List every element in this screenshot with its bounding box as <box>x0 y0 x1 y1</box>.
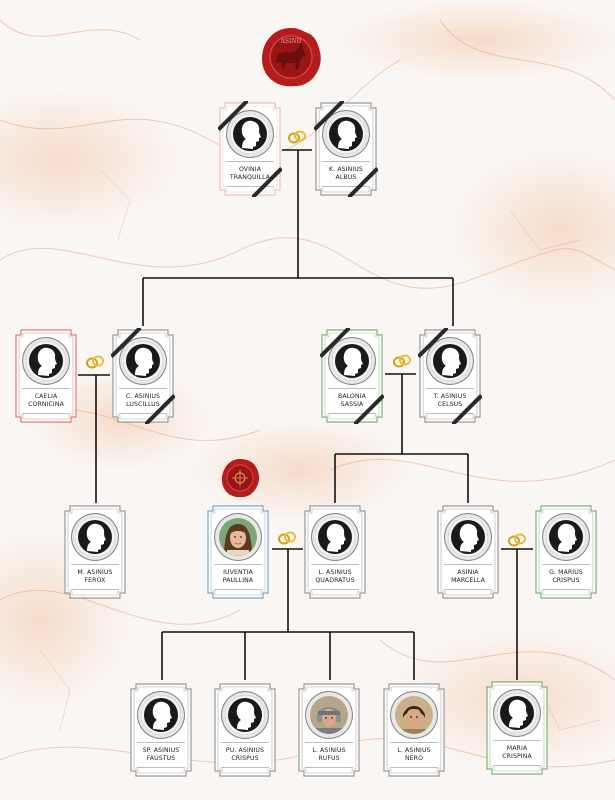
name-line-1: C. ASINIUS <box>125 393 161 400</box>
name-line-1: PU. ASINIUS <box>225 747 265 754</box>
name-line-2: FEROX <box>84 577 106 584</box>
name-line-2: ALBUS <box>335 174 357 181</box>
silhouette-portrait-icon <box>445 514 491 560</box>
name-line-2: MARCELLA <box>451 577 485 584</box>
name-line-2: NERO <box>404 755 424 762</box>
name-line-1: BALONIA <box>338 393 366 400</box>
silhouette-portrait-icon <box>494 690 540 736</box>
silhouette-portrait-icon <box>138 692 184 738</box>
silhouette-portrait-icon <box>222 692 268 738</box>
silhouette-portrait-icon <box>120 338 166 384</box>
wedding-rings-icon <box>277 530 297 545</box>
portrait-photo <box>215 514 261 560</box>
name-line-1: OVINIA <box>238 166 262 173</box>
name-line-2: CELSUS <box>437 401 463 408</box>
name-line-2: PAULLINA <box>222 577 254 584</box>
portrait-photo <box>391 692 437 738</box>
silhouette-portrait-icon <box>329 338 375 384</box>
name-line-1: IUVENTIA <box>223 569 253 576</box>
silhouette-portrait-icon <box>323 111 369 157</box>
name-line-1: L. ASINIUS <box>397 747 431 754</box>
silhouette-portrait-icon <box>23 338 69 384</box>
name-line-2: CRISPINA <box>502 753 532 760</box>
name-line-1: G. MARIUS <box>549 569 583 576</box>
silhouette-portrait-icon <box>312 514 358 560</box>
wedding-rings-icon <box>392 353 412 368</box>
name-line-1: T. ASINIUS <box>433 393 467 400</box>
name-line-1: ASINIA <box>457 569 479 576</box>
name-line-2: CRISPUS <box>231 755 259 762</box>
name-line-1: M. ASINIUS <box>77 569 113 576</box>
silhouette-portrait-icon <box>227 111 273 157</box>
name-line-1: K. ASINIUS <box>329 166 363 173</box>
silhouette-portrait-icon <box>72 514 118 560</box>
wedding-rings-icon <box>85 354 105 369</box>
silhouette-portrait-icon <box>543 514 589 560</box>
name-line-2: QUADRATUS <box>315 577 355 584</box>
name-line-1: CAELIA <box>34 393 58 400</box>
name-line-2: CORNICINA <box>28 401 64 408</box>
name-line-2: RUFUS <box>318 755 340 762</box>
name-line-2: LUSCILLUS <box>126 401 160 408</box>
portrait-photo <box>306 692 352 738</box>
svg-text:ASINII: ASINII <box>280 38 302 45</box>
family-seal: ASINII <box>260 26 322 88</box>
name-line-2: SASSIA <box>340 401 364 408</box>
name-line-1: SP. ASINIUS <box>142 747 180 754</box>
wedding-rings-icon <box>507 532 527 547</box>
name-line-1: MARIA <box>506 745 528 752</box>
wedding-rings-icon <box>287 129 307 144</box>
silhouette-portrait-icon <box>427 338 473 384</box>
name-line-2: FAUSTUS <box>146 755 176 762</box>
name-line-1: L. ASINIUS <box>318 569 352 576</box>
name-line-2: CRISPUS <box>552 577 580 584</box>
name-line-2: TRANQUILLA <box>229 174 271 181</box>
name-line-1: L. ASINIUS <box>312 747 346 754</box>
iuventia-seal <box>220 458 260 498</box>
